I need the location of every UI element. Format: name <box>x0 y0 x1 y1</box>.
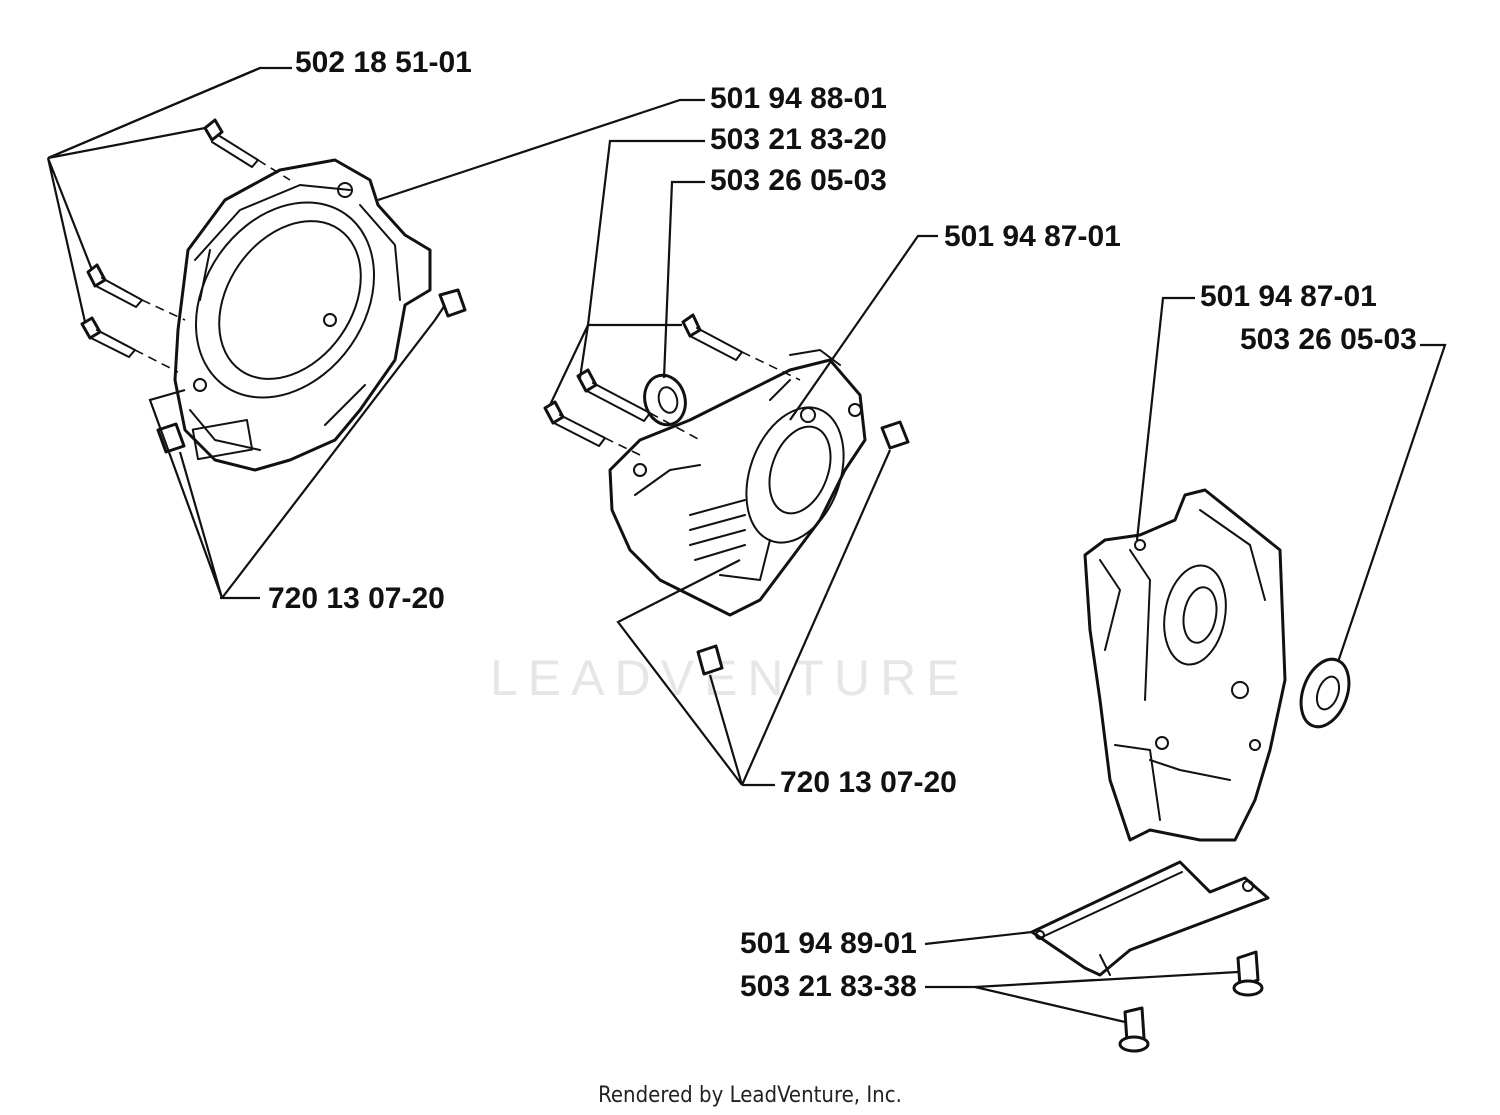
right-crankcase <box>1083 488 1287 842</box>
center-pin-right <box>880 420 910 450</box>
part-number-label: 501 94 88-01 <box>710 82 887 115</box>
center-crankcase-half <box>608 349 867 617</box>
footer-credit: Rendered by LeadVenture, Inc. <box>598 1083 902 1108</box>
left-pin-lower <box>156 422 186 454</box>
part-number-label: 503 21 83-38 <box>740 970 917 1003</box>
watermark-text: LEADVENTURE <box>490 650 970 706</box>
center-screw-lower <box>543 400 606 447</box>
bottom-cover-plate <box>1030 860 1270 977</box>
center-seal-ring <box>643 373 687 427</box>
bottom-screw-left <box>1118 1006 1150 1053</box>
left-flange-housing <box>173 158 432 472</box>
center-screw-middle <box>576 368 651 422</box>
part-number-label: 501 94 87-01 <box>1200 280 1377 313</box>
part-number-label: 502 18 51-01 <box>295 46 472 79</box>
part-number-label: 501 94 87-01 <box>944 220 1121 253</box>
part-number-label: 503 26 05-03 <box>710 164 887 197</box>
part-number-label: 720 13 07-20 <box>780 766 957 799</box>
bottom-screw-right <box>1232 950 1264 997</box>
center-screw-top <box>681 313 743 361</box>
left-screw-lower <box>80 316 136 358</box>
left-pin-upper <box>438 288 467 318</box>
left-screw-top <box>203 118 259 168</box>
part-number-label: 503 21 83-20 <box>710 123 887 156</box>
part-number-label: 503 26 05-03 <box>1240 323 1417 356</box>
part-number-label: 501 94 89-01 <box>740 927 917 960</box>
right-seal-ring <box>1299 657 1351 729</box>
left-screw-middle <box>86 263 143 308</box>
part-number-label: 720 13 07-20 <box>268 582 445 615</box>
center-pin-bottom <box>696 644 724 676</box>
